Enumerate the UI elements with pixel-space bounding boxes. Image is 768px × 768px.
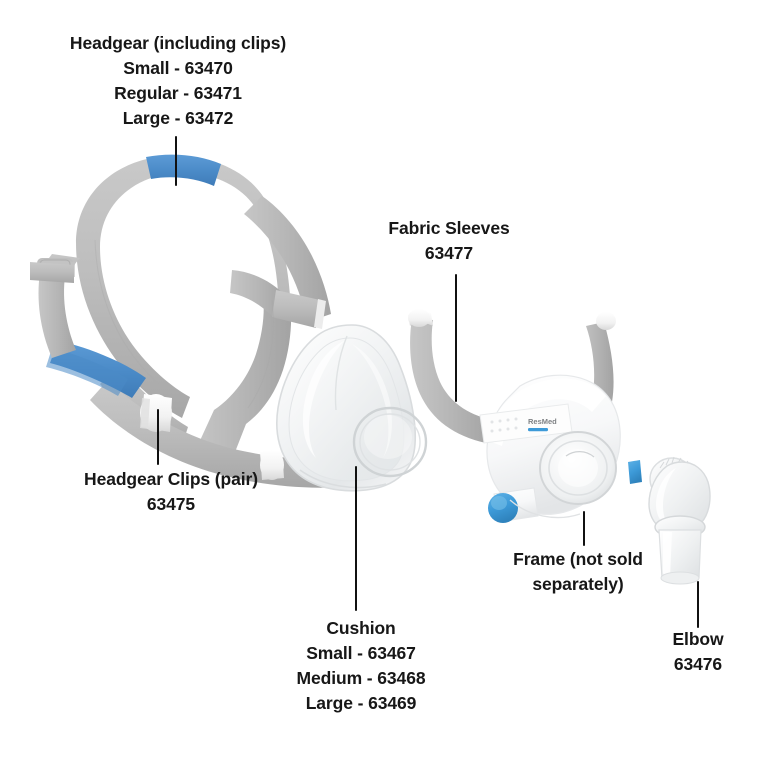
cushion-highlight (302, 341, 344, 458)
cushion-illustration (276, 324, 428, 492)
headgear-clip-left (140, 394, 172, 432)
fabric-sleeve-left (410, 318, 492, 443)
callout-frame-line-1: Frame (not sold (513, 549, 643, 569)
headgear-outer-strap (76, 155, 291, 424)
elbow-tube-highlight (663, 532, 672, 578)
cushion-port-outer (352, 406, 428, 478)
fabric-sleeve-left-cap (408, 309, 430, 327)
callout-headgear-line-2: Small - 63470 (123, 57, 233, 78)
callout-cushion-line-4: Large - 63469 (305, 692, 417, 713)
callout-elbow-line-2: 63476 (673, 653, 723, 674)
frame-bridge (486, 378, 606, 446)
leader-line-frame (583, 511, 586, 546)
callout-headgear-line-4: Large - 63472 (122, 107, 234, 128)
callout-clips-line-1: Headgear Clips (pair) (84, 469, 258, 489)
leader-line-headgear (175, 136, 178, 186)
headgear-clip-right (260, 450, 284, 480)
headgear-top-blue-panel (146, 154, 221, 186)
headgear-tab-strap (30, 262, 74, 283)
callout-frame-line-2: separately) (532, 573, 624, 594)
leader-line-elbow (697, 581, 700, 628)
callout-headgear-line-3: Regular - 63471 (114, 82, 242, 103)
elbow-illustration (648, 456, 711, 585)
leader-line-headgear-clips (157, 409, 160, 465)
headgear-right-strap (272, 290, 320, 328)
callout-cushion-line-2: Small - 63467 (306, 642, 416, 663)
callout-cushion-line-1: Cushion (326, 618, 396, 638)
elbow-body-highlight (656, 468, 676, 529)
cushion-port-fill (364, 415, 412, 459)
headgear-texture-1 (94, 239, 161, 386)
cushion-ridge (334, 335, 348, 411)
callout-headgear: Headgear (including clips) Small - 63470… (52, 31, 304, 130)
headgear-front-loop (38, 272, 76, 358)
headgear-right-upper-strap (230, 270, 286, 316)
headgear-rear-strap (192, 294, 292, 470)
cushion-port-inner (359, 413, 421, 471)
headgear-right-strap-end (314, 299, 326, 329)
leader-line-fabric-sleeves (455, 274, 458, 402)
frame-port-highlight (565, 451, 595, 458)
callout-sleeves-line-2: 63477 (424, 242, 474, 263)
headgear-texture-2 (247, 299, 274, 409)
callout-elbow-line-1: Elbow (672, 629, 724, 649)
callout-clips-line-2: 63475 (146, 493, 196, 514)
callout-fabric-sleeves: Fabric Sleeves 63477 (383, 216, 515, 266)
callout-headgear-line-1: Headgear (including clips) (69, 33, 287, 53)
cushion-bottom-lip (299, 469, 387, 489)
frame-right-button (628, 460, 642, 484)
headgear-lower-blue-shade (46, 348, 128, 396)
callout-elbow: Elbow 63476 (650, 627, 746, 677)
headgear-crown-strap (244, 196, 331, 322)
resmed-underline (528, 428, 548, 432)
callout-frame: Frame (not sold separately) (502, 547, 654, 597)
frame-illustration: ResMed (408, 309, 642, 523)
fabric-sleeve-right-cap (596, 312, 616, 330)
resmed-wordmark: ResMed (528, 417, 557, 426)
leader-line-cushion (355, 466, 358, 611)
callout-headgear-clips: Headgear Clips (pair) 63475 (64, 467, 278, 517)
frame-port-ring (548, 440, 608, 496)
frame-port-inner (558, 449, 598, 487)
frame-lower-edge (509, 499, 581, 519)
callout-cushion-line-3: Medium - 63468 (296, 667, 426, 688)
cushion-highlight-2 (352, 344, 392, 458)
callout-sleeves-line-1: Fabric Sleeves (388, 218, 510, 238)
frame-band-perforations (490, 417, 518, 433)
callout-cushion: Cushion Small - 63467 Medium - 63468 Lar… (272, 616, 450, 715)
elbow-tube-base (660, 571, 700, 585)
frame-left-button-highlight (491, 496, 507, 510)
